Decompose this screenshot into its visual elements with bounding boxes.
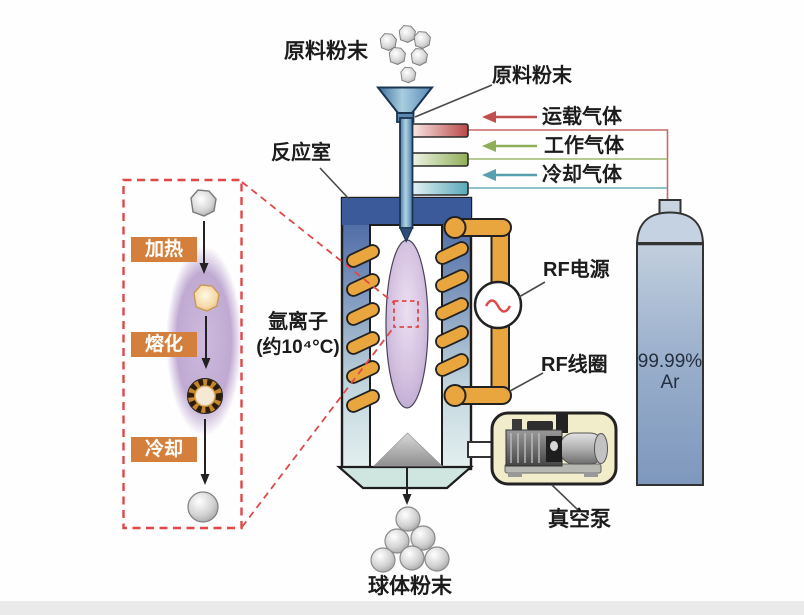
step-label-melting: 熔化 [131,332,197,357]
inset-heated-particle [193,284,220,312]
cylinder-gas-text: Ar [660,372,680,393]
powder-feed-funnel [375,86,435,123]
collected-powder-cone [373,432,443,467]
step-label-heating: 加热 [131,237,197,262]
rf-coil-left [346,244,380,413]
label-vacuum-pump: 真空泵 [548,508,611,531]
carrier-gas-arrow-icon [482,111,537,123]
cylinder-purity-text: 99.99% [637,351,703,372]
chamber-bottom-funnel [336,465,474,490]
pump-connector-pipe [467,441,494,458]
label-working-gas: 工作气体 [544,135,624,157]
sample-zone-dashed-square [393,300,419,328]
powder-injector-tube [399,117,414,243]
zoom-connectors [241,181,419,528]
gas-inlet-pipes [407,123,469,196]
label-spherical-powder: 球体粉末 [368,575,452,598]
rf-power-source [473,280,523,330]
inset-arrow-2 [201,316,211,369]
vacuum-pump-illustration [504,414,608,477]
process-inset [122,178,243,530]
ac-tilde-icon [484,299,512,313]
step-label-cooling: 冷却 [131,437,197,462]
inset-melting-particle [187,378,223,414]
working-gas-pipe [407,152,469,167]
cooling-gas-pipe [407,181,469,196]
inset-arrow-1 [199,221,209,274]
plasma-column [385,239,429,409]
inset-spherical-particle [187,491,219,523]
label-carrier-gas: 运载气体 [542,106,622,128]
label-reaction-chamber: 反应室 [271,142,331,164]
inset-dashed-box [122,178,243,530]
label-argon-ion: 氩离子 (约10⁴°C) [248,309,348,361]
raw-powder-particles [379,25,431,84]
label-rf-power: RF电源 [543,259,610,281]
inset-plasma-zone [166,246,242,436]
spherical-powder-pile [370,506,450,573]
cooling-gas-arrow-icon [482,169,537,181]
label-raw-powder-feed: 原料粉末 [492,65,572,87]
rf-coil-right [435,241,469,377]
label-cooling-gas: 冷却气体 [542,164,622,186]
powder-outlet-arrow [402,467,412,505]
label-cylinder-content: 99.99% Ar [630,351,710,393]
gas-supply-lines [468,129,669,201]
argon-ion-text: 氩离子 [268,311,328,333]
label-rf-coil: RF线圈 [541,354,608,376]
carrier-gas-pipe [407,123,469,138]
argon-gas-cylinder [635,199,705,486]
vacuum-pump-unit [467,411,618,486]
argon-temp-text: (约10⁴°C) [256,337,340,358]
working-gas-arrow-icon [482,140,537,152]
leader-lines [319,84,579,511]
label-raw-powder-top: 原料粉末 [284,40,368,63]
inset-arrow-3 [200,419,210,485]
page-bottom-strip [0,601,804,615]
inset-raw-particle [190,189,217,217]
